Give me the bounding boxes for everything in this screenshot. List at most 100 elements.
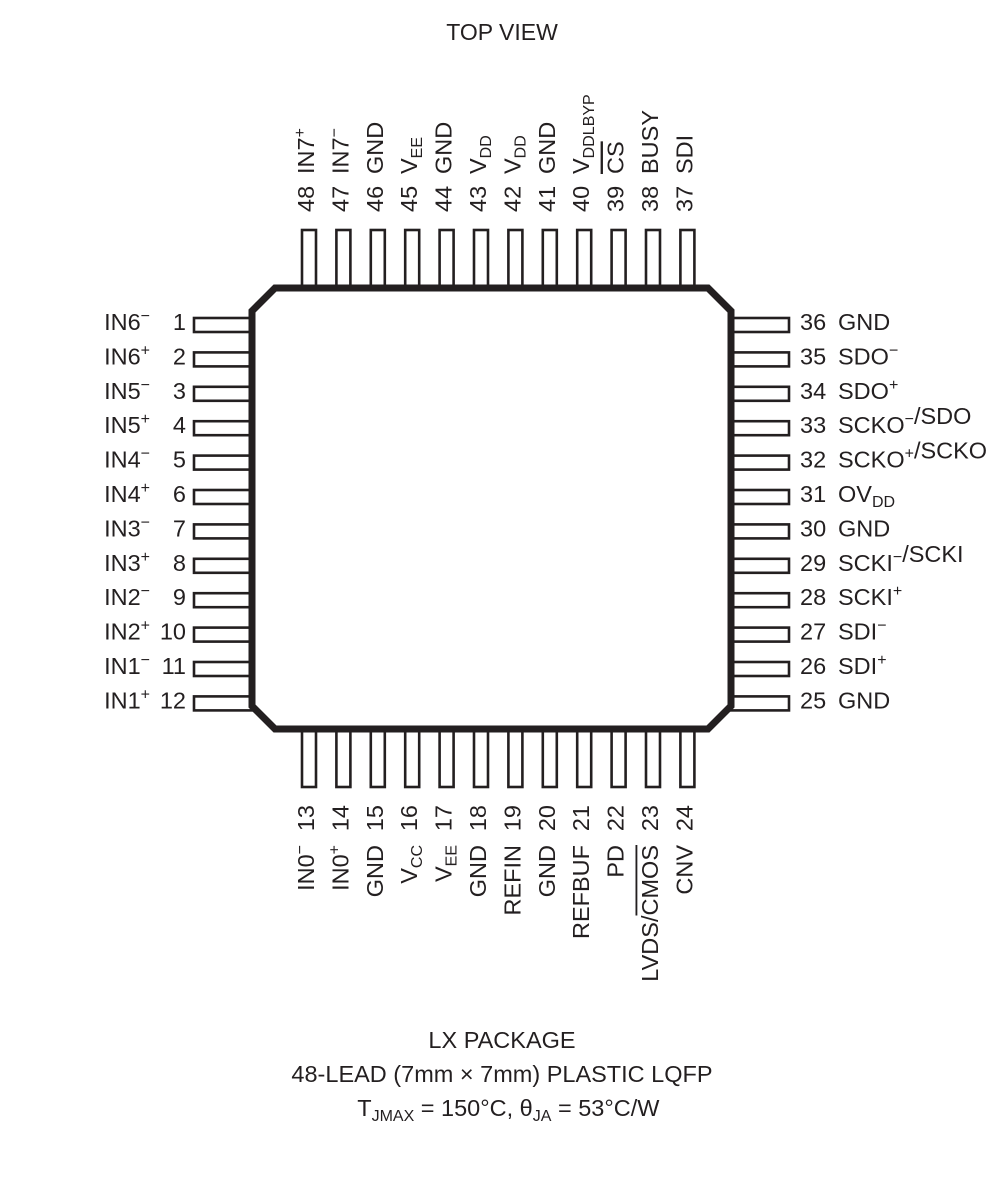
pin-number-10: 10 <box>160 619 186 645</box>
pin-number-16: 16 <box>396 805 422 831</box>
pin-34-superscript: + <box>889 377 898 394</box>
lead-pin-27 <box>723 626 791 643</box>
pin-8-base: IN3 <box>104 550 141 576</box>
pin-number-22: 22 <box>603 805 629 831</box>
pin-33-superscript: − <box>905 411 914 428</box>
thermal-prefix: T <box>357 1095 371 1121</box>
pin-25-base: GND <box>838 687 890 713</box>
pin-label-7: IN3− <box>104 514 150 541</box>
pin-number-30: 30 <box>800 515 826 541</box>
lead-pin-20 <box>541 721 559 789</box>
pin-number-12: 12 <box>160 687 186 713</box>
lead-pin-36 <box>723 316 791 334</box>
pin-4-superscript: + <box>141 411 150 428</box>
thermal-sub-ja: JA <box>533 1108 552 1125</box>
pin-number-44: 44 <box>431 186 457 212</box>
pin-number-47: 47 <box>327 186 353 212</box>
pin-label-19: REFIN <box>499 845 525 916</box>
lead-pin-18 <box>472 721 490 789</box>
pin-label-21: REFBUF <box>568 845 594 939</box>
pin-number-11: 11 <box>162 653 186 679</box>
pin-number-41: 41 <box>534 186 560 212</box>
pin-4-base: IN5 <box>104 412 141 438</box>
pin-label-37: SDI <box>671 135 697 174</box>
pin-label-27: SDI− <box>838 618 887 645</box>
pin-6-superscript: + <box>141 480 150 497</box>
pin-17-subscript: EE <box>444 845 461 866</box>
lead-pin-28 <box>723 591 791 609</box>
pin-label-44: GND <box>431 122 457 174</box>
pin-label-36: GND <box>838 309 890 335</box>
pin-42-base: V <box>499 158 525 174</box>
pin-label-41: GND <box>534 122 560 174</box>
pin-number-27: 27 <box>800 619 826 645</box>
pin-42-subscript: DD <box>512 135 529 158</box>
pin-number-19: 19 <box>499 805 525 831</box>
pin-35-superscript: − <box>889 342 898 359</box>
pin-label-35: SDO− <box>838 342 898 369</box>
pin-2-superscript: + <box>141 342 150 359</box>
pin-number-14: 14 <box>327 805 353 831</box>
lead-pin-24 <box>679 721 696 789</box>
pin-number-26: 26 <box>800 653 826 679</box>
diagram-title: TOP VIEW <box>446 19 558 45</box>
pin-7-base: IN3 <box>104 515 141 541</box>
pin-26-superscript: + <box>877 652 886 669</box>
lead-pin-47 <box>335 228 352 296</box>
lead-pin-33 <box>723 419 791 437</box>
pin-27-superscript: − <box>877 618 886 635</box>
pin-number-25: 25 <box>800 687 826 713</box>
pin-40-subscript: DDLBYP <box>581 94 598 158</box>
pin-number-21: 21 <box>568 805 594 831</box>
pin-2-base: IN6 <box>104 343 141 369</box>
pin-45-subscript: EE <box>409 137 426 158</box>
pin-label-45: VEE <box>396 137 426 174</box>
pin-label-43: VDD <box>465 135 495 174</box>
lead-pin-39 <box>610 228 627 296</box>
pin-label-28: SCKI+ <box>838 583 902 610</box>
pin-1-base: IN6 <box>104 309 141 335</box>
lead-pin-21 <box>575 721 593 789</box>
pin-39-overlined: CS <box>603 141 629 174</box>
pin-17-base: V <box>431 866 457 882</box>
lead-pin-34 <box>723 385 791 403</box>
thermal-spec: TJMAX = 150°C, θJA = 53°C/W <box>325 1095 679 1125</box>
pin-47-base: IN7 <box>327 137 353 174</box>
pin-47-superscript: − <box>326 128 343 137</box>
lead-pin-45 <box>403 228 421 296</box>
pin-label-1: IN6− <box>104 308 150 335</box>
pin-23-overlined: CMOS <box>637 845 663 916</box>
pin-43-base: V <box>465 158 491 174</box>
pin-41-base: GND <box>534 122 560 174</box>
pin-label-48: IN7+ <box>292 128 319 174</box>
lead-group-bottom <box>300 721 696 789</box>
lead-pin-23 <box>644 721 662 789</box>
pin-24-base: CNV <box>671 845 697 895</box>
pin-22-base: PD <box>603 845 629 878</box>
pin-16-base: V <box>396 868 422 884</box>
pin-number-20: 20 <box>534 805 560 831</box>
lead-pin-12 <box>192 695 260 712</box>
pin-label-26: SDI+ <box>838 652 887 679</box>
lead-pin-13 <box>300 721 318 789</box>
lead-pin-38 <box>644 228 662 296</box>
lead-pin-46 <box>369 228 387 296</box>
lead-pin-7 <box>192 523 260 540</box>
lead-pin-6 <box>192 488 260 506</box>
lead-pin-17 <box>438 721 455 789</box>
pin-38-base: BUSY <box>637 110 663 174</box>
pin-label-6: IN4+ <box>104 480 150 507</box>
lead-pin-19 <box>507 721 524 789</box>
pin-number-32: 32 <box>800 447 826 473</box>
pin-label-42: VDD <box>499 135 529 174</box>
pin-label-47: IN7− <box>326 128 353 174</box>
pin-label-3: IN5− <box>104 377 150 404</box>
pin-label-15: GND <box>362 845 388 897</box>
pin-label-17: VEE <box>431 845 461 882</box>
pin-10-base: IN2 <box>104 619 141 645</box>
lead-pin-25 <box>723 695 791 712</box>
pin-35-base: SDO <box>838 343 889 369</box>
pin-number-3: 3 <box>173 378 186 404</box>
pin-number-38: 38 <box>637 186 663 212</box>
